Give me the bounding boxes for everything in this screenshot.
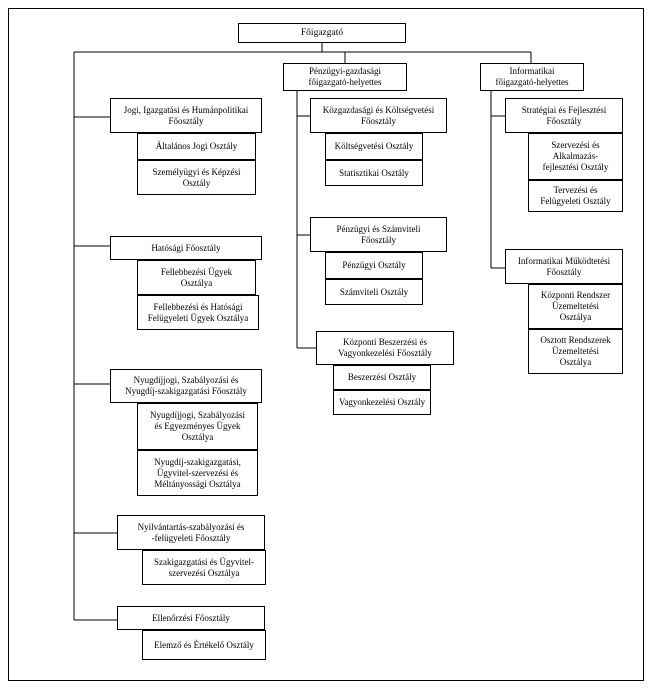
box-szemelyugyi: Személyügyi és Képzési Osztály — [137, 160, 256, 195]
box-penzugyi-gazdasagi-helyettes: Pénzügyi-gazdasági főigazgató-helyettes — [283, 63, 407, 91]
box-szervezesi: Szervezési és Alkalmazás- fejlesztési Os… — [528, 133, 623, 180]
diagram-frame — [8, 8, 644, 681]
box-szamviteli-osztaly: Számviteli Osztály — [325, 279, 423, 305]
box-altalanos-jogi: Általános Jogi Osztály — [137, 133, 256, 160]
box-strategiai-foosztaly: Stratégiai és Fejlesztési Főosztály — [505, 98, 623, 133]
box-tervezesi: Tervezési és Felügyeleti Osztály — [528, 180, 623, 212]
box-nyilvantartas-foosztaly: Nyilvántartás-szabályozási és -felügyele… — [117, 515, 265, 550]
box-penzugyi-szamviteli-foosztaly: Pénzügyi és Számviteli Főosztály — [310, 217, 447, 252]
box-informatikai-helyettes: Informatikai főigazgató-helyettes — [480, 63, 584, 91]
box-penzugyi-osztaly: Pénzügyi Osztály — [325, 252, 423, 279]
box-beszerzesi-osztaly: Beszerzési Osztály — [333, 365, 431, 390]
box-hatosagi-foosztaly: Hatósági Főosztály — [110, 236, 262, 260]
box-foigazgato: Főigazgató — [238, 23, 406, 43]
box-statisztikai: Statisztikai Osztály — [325, 160, 423, 186]
box-nyugdijjogi-osztaly: Nyugdíjjogi, Szabályozási és Egyezményes… — [137, 403, 258, 450]
box-elemzo: Elemző és Értékelő Osztály — [142, 630, 266, 660]
box-kozponti-rendszer: Központi Rendszer Üzemeltetési Osztálya — [528, 284, 623, 329]
box-vagyonkezelesi-osztaly: Vagyonkezelési Osztály — [333, 390, 431, 415]
box-ellenorzesi-foosztaly: Ellenőrzési Főosztály — [117, 606, 265, 630]
box-kozponti-beszerzesi-foosztaly: Központi Beszerzési és Vagyonkezelési Fő… — [316, 331, 454, 365]
box-mukodtetesi-foosztaly: Informatikai Működtetési Főosztály — [505, 249, 623, 284]
box-szakigazgatasi: Szakigazgatási és Ügyvitel- szervezési O… — [142, 550, 266, 585]
box-nyugdijjogi-foosztaly: Nyugdíjjogi, Szabályozási és Nyugdíj-sza… — [110, 369, 262, 403]
box-jogi-foosztaly: Jogi, Igazgatási és Humánpolitikai Főosz… — [110, 98, 262, 133]
box-fellebbezesi: Fellebbezési Ügyek Osztálya — [137, 260, 256, 295]
box-koltsegvetesi: Költségvetési Osztály — [325, 133, 423, 160]
box-kozgazdasagi-foosztaly: Közgazdasági és Költségvetési Főosztály — [310, 98, 447, 133]
box-osztott-rendszerek: Osztott Rendszerek Üzemeltetési Osztálya — [528, 329, 623, 374]
box-nyugdij-szakigazgatasi: Nyugdíj-szakigazgatási, Ügyvitel-szervez… — [137, 450, 258, 496]
box-fellebbezesi-hatosagi: Fellebbezési és Hatósági Felügyeleti Ügy… — [137, 295, 259, 330]
